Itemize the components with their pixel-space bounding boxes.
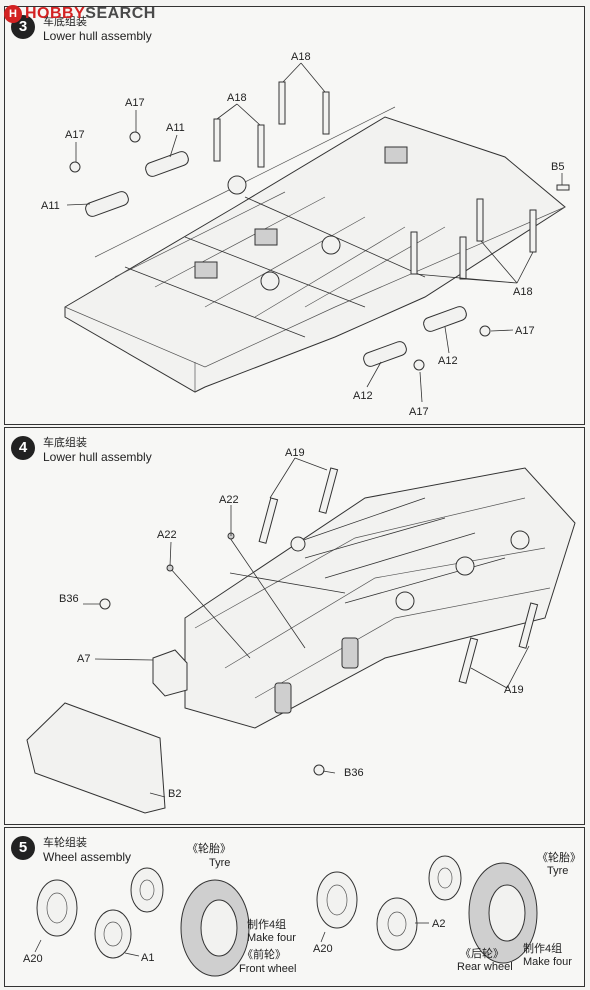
label-b2: B2 — [168, 788, 181, 800]
step-5-header: 5 车轮组装 Wheel assembly — [11, 836, 131, 864]
rear-make-zh: 制作4组 — [523, 941, 562, 955]
step-4-leader-lines — [83, 457, 530, 798]
step-4-number: 4 — [11, 436, 35, 460]
step-5-title-zh: 车轮组装 — [43, 837, 87, 849]
rear-rim — [428, 855, 462, 901]
label-a22-top: A22 — [219, 494, 239, 506]
label-a17-left: A17 — [65, 129, 85, 141]
front-tyre-en: Tyre — [209, 857, 230, 869]
label-a18-top: A18 — [291, 51, 311, 63]
step-3-title: 车底组装 Lower hull assembly — [43, 15, 152, 43]
front-make-en: Make four — [247, 932, 296, 944]
guard-a7 — [152, 649, 188, 697]
label-a11-left: A11 — [41, 200, 60, 212]
lower-hull-body — [64, 106, 566, 393]
label-a17-bottom: A17 — [409, 406, 429, 418]
hobby-search-watermark: H HOBBYSEARCH — [4, 3, 156, 25]
rear-make-en: Make four — [523, 956, 572, 968]
rear-tyre-en: Tyre — [547, 865, 568, 877]
label-a7: A7 — [77, 653, 90, 665]
rear-wheel-en: Rear wheel — [457, 961, 513, 973]
front-rim — [130, 867, 164, 913]
rear-tyre-zh: 《轮胎》 — [537, 850, 581, 864]
label-a20-rear: A20 — [313, 943, 333, 955]
label-a11-top: A11 — [166, 122, 185, 134]
step-3-header: 3 车底组装 Lower hull assembly — [11, 15, 152, 43]
clips-b36 — [99, 598, 325, 776]
front-make-zh: 制作4组 — [247, 917, 286, 931]
label-a12-right: A12 — [438, 355, 458, 367]
step-3-leader-lines — [66, 62, 563, 403]
step-4-panel: 4 车底组装 Lower hull assembly — [4, 427, 585, 825]
rear-wheel-group — [316, 855, 538, 964]
label-a1: A1 — [141, 952, 154, 964]
arms-and-washers — [69, 131, 570, 371]
step-5-diagram: 《轮胎》 Tyre 制作4组 Make four 《前轮》 Front whee… — [23, 841, 581, 977]
label-a18-left: A18 — [227, 92, 247, 104]
label-b36-left: B36 — [59, 593, 79, 605]
label-a19-top: A19 — [285, 447, 305, 459]
front-tyre-zh: 《轮胎》 — [187, 841, 231, 855]
step-4-title-zh: 车底组装 — [43, 437, 87, 449]
step-5-labels: 《轮胎》 Tyre 制作4组 Make four 《前轮》 Front whee… — [23, 841, 581, 975]
step-4-header: 4 车底组装 Lower hull assembly — [11, 436, 152, 464]
shock-absorbers-a19 — [258, 467, 539, 684]
label-b36-bottom: B36 — [344, 767, 364, 779]
hobby-search-logo: H — [4, 5, 22, 23]
step-3-panel: 3 车底组装 Lower hull assembly — [4, 6, 585, 425]
rear-wheel-zh: 《后轮》 — [460, 946, 504, 960]
label-a17-r1: A17 — [515, 325, 535, 337]
step-4-labels: A19 A22 A22 B36 A7 A19 B36 B2 — [59, 447, 524, 800]
step-5-panel: 5 车轮组装 Wheel assembly — [4, 827, 585, 987]
label-a12-left: A12 — [353, 390, 373, 402]
label-a22-left: A22 — [157, 529, 177, 541]
label-b5: B5 — [551, 161, 564, 173]
bottom-plate-b2 — [26, 702, 166, 814]
step-3-diagram: A18 A18 A17 A11 A17 A11 B5 A18 A17 A12 A… — [41, 51, 570, 418]
front-wheel-group — [34, 867, 250, 977]
step-5-title: 车轮组装 Wheel assembly — [43, 836, 131, 864]
rear-hub-a20 — [316, 871, 358, 929]
step-3-title-en: Lower hull assembly — [43, 29, 152, 43]
hobby-search-wordmark: HOBBYSEARCH — [25, 5, 156, 22]
step-5-number: 5 — [11, 836, 35, 860]
step-3-title-zh: 车底组装 — [43, 16, 87, 28]
step-4-title: 车底组装 Lower hull assembly — [43, 436, 152, 464]
front-wheel-en: Front wheel — [239, 963, 296, 975]
lower-hull-underside — [166, 467, 576, 729]
step-3-labels: A18 A18 A17 A11 A17 A11 B5 A18 A17 A12 A… — [41, 51, 564, 418]
front-hub-a20 — [36, 879, 78, 937]
label-a20-front: A20 — [23, 953, 43, 965]
label-a2: A2 — [432, 918, 445, 930]
step-4-title-en: Lower hull assembly — [43, 450, 152, 464]
label-a17-mid: A17 — [125, 97, 145, 109]
front-wheel-zh: 《前轮》 — [242, 947, 286, 961]
front-hub-a1 — [94, 909, 132, 959]
step-5-title-en: Wheel assembly — [43, 850, 132, 864]
label-a19-right: A19 — [504, 684, 524, 696]
step-4-diagram: A19 A22 A22 B36 A7 A19 B36 B2 — [26, 447, 576, 814]
shock-absorbers-a18 — [213, 81, 537, 280]
rear-hub-a2 — [376, 897, 418, 951]
label-a18-right: A18 — [513, 286, 533, 298]
